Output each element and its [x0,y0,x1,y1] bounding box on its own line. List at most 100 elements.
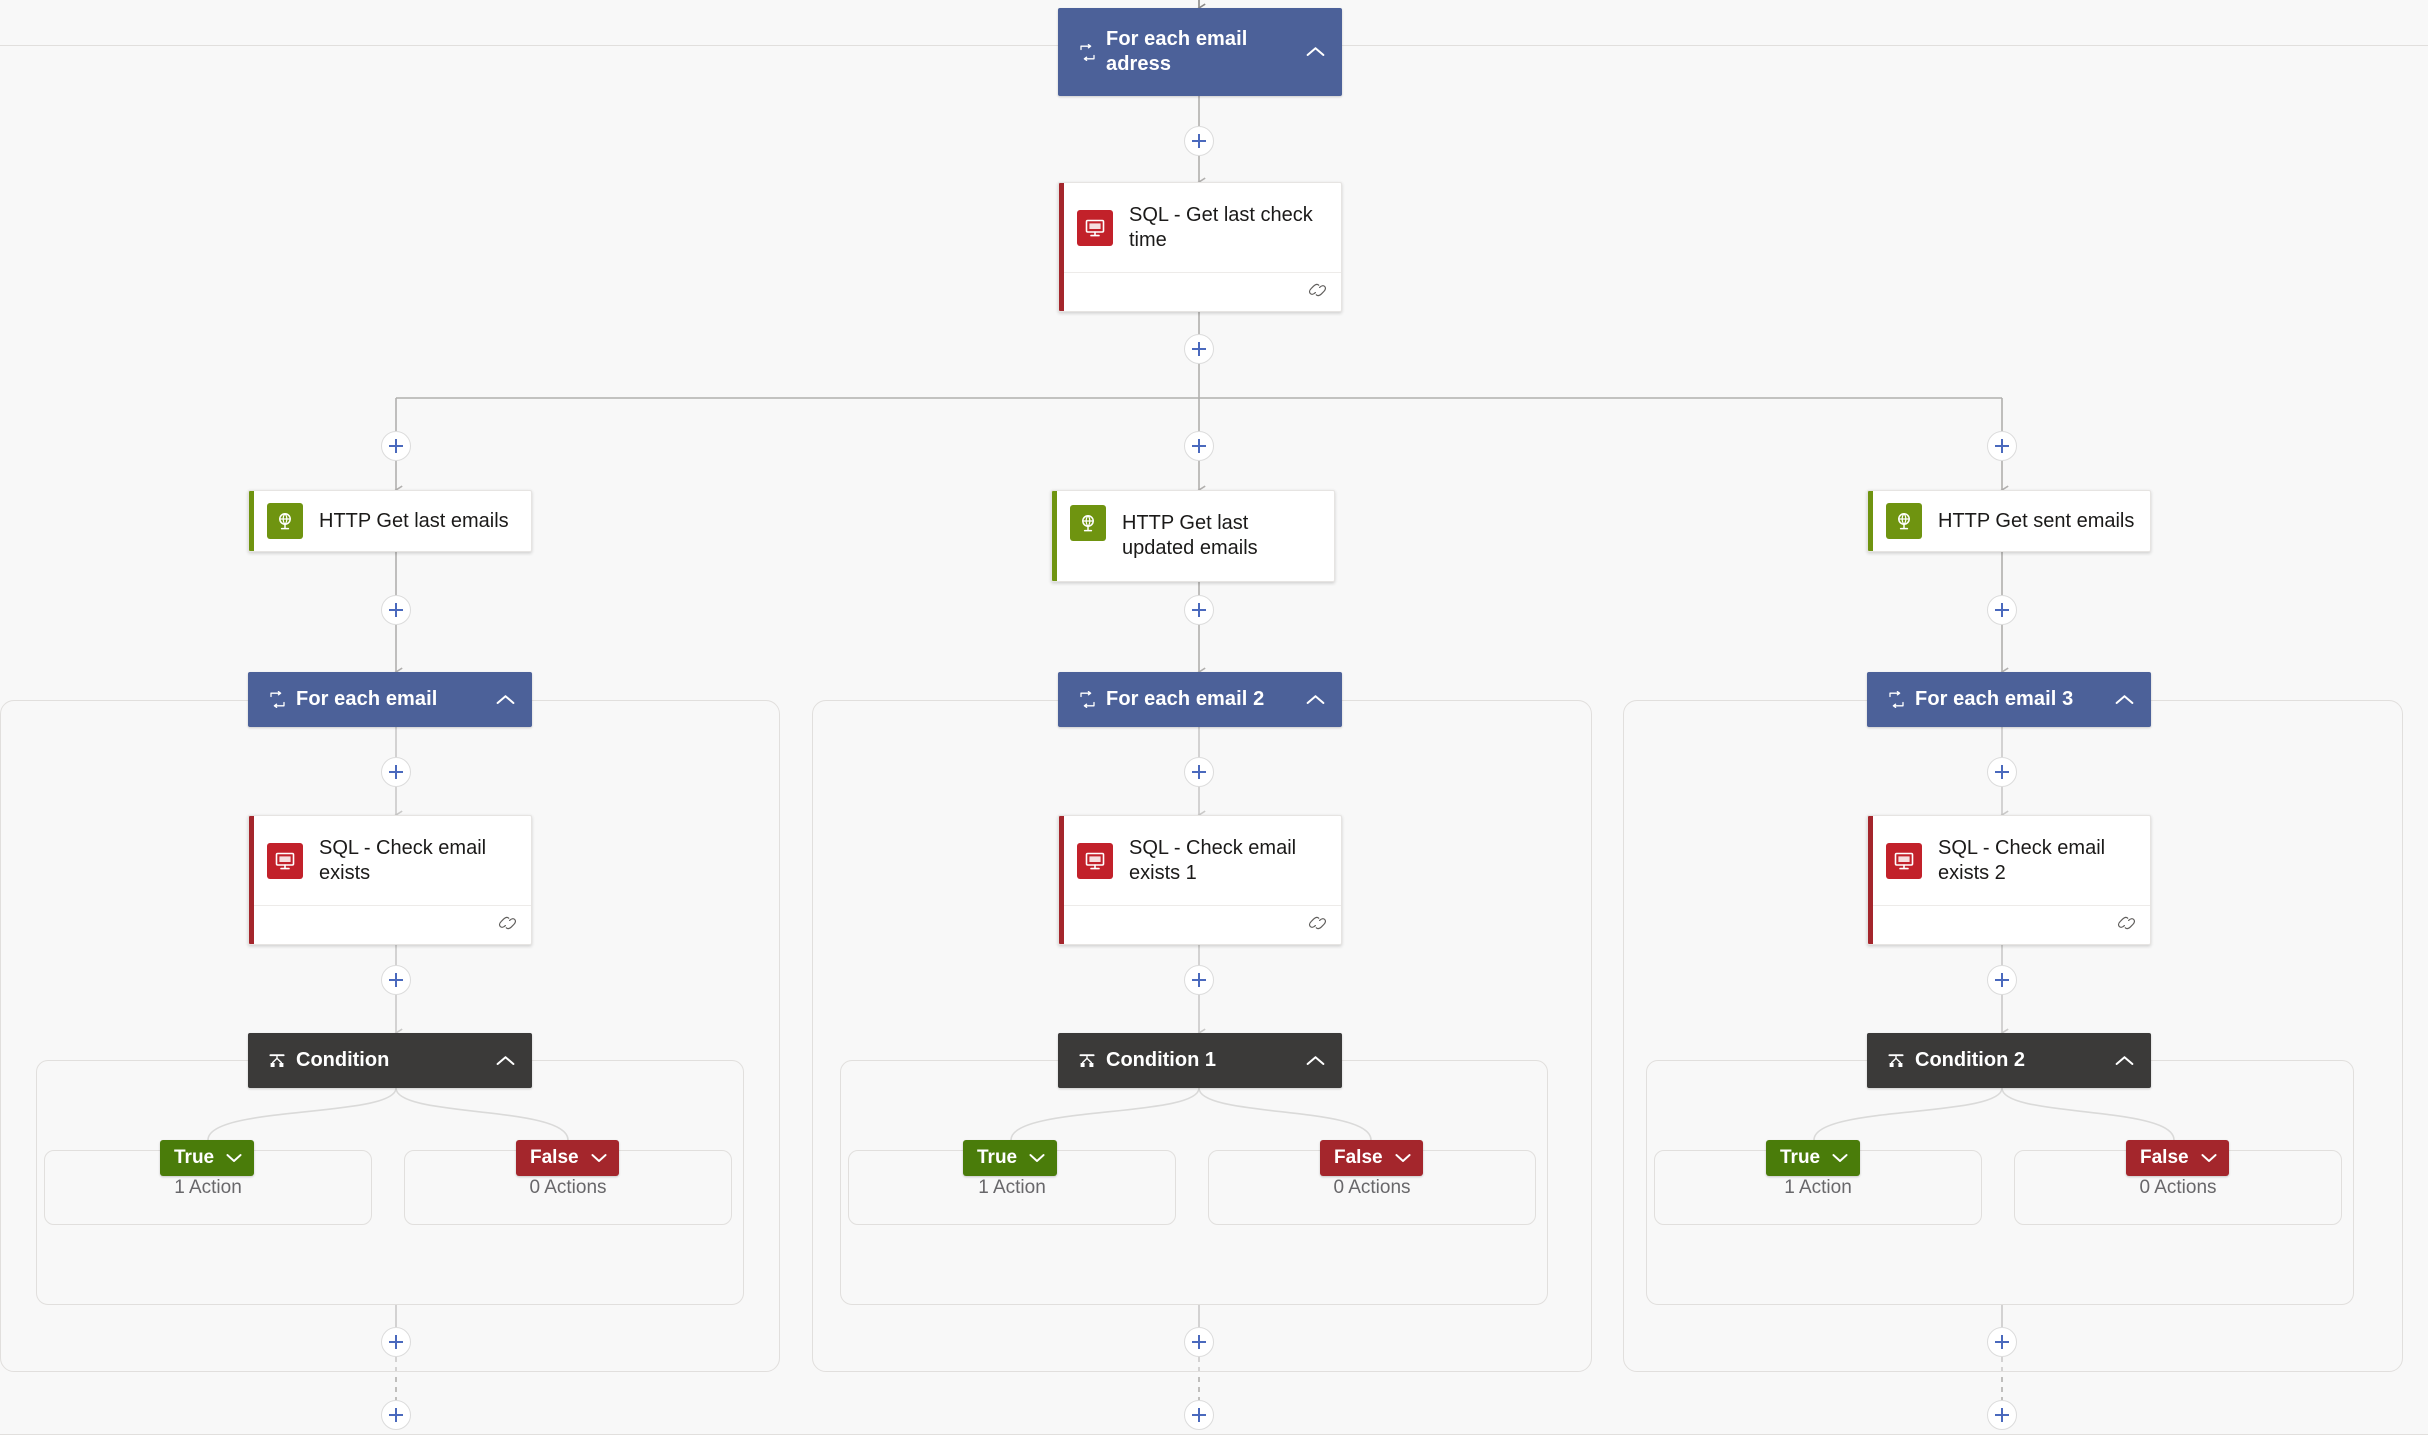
node-title: SQL - Check email exists 1 [1129,836,1297,884]
node-title: HTTP Get last updated emails [1122,512,1258,559]
badge-label: True [977,1147,1018,1168]
add-step-button[interactable] [1184,334,1214,364]
chevron-up-icon[interactable] [2111,694,2137,706]
add-step-button[interactable] [381,757,411,787]
add-step-button[interactable] [1184,965,1214,995]
node-title: Condition [296,1049,390,1071]
sql-server-icon [1077,842,1113,879]
add-step-button[interactable] [1987,431,2017,461]
add-step-button[interactable] [381,431,411,461]
node-title: Condition 1 [1106,1049,1216,1071]
loop-icon [1883,691,1909,708]
node-title: SQL - Get last check time [1129,203,1313,251]
badge-false[interactable]: False [1320,1140,1423,1176]
sql-accent-bar [1868,816,1873,944]
chevron-up-icon[interactable] [1302,46,1328,58]
sql-accent-bar [1059,183,1064,311]
node-footer [1059,905,1341,944]
badge-label: False [530,1147,579,1168]
http-accent-bar [1868,491,1873,551]
badge-false[interactable]: False [516,1140,619,1176]
node-title: SQL - Check email exists [319,836,487,884]
node-title: SQL - Check email exists 2 [1938,836,2106,884]
link-chain-icon[interactable] [2117,916,2136,935]
chevron-up-icon[interactable] [2111,1055,2137,1067]
node-title: For each email [296,688,438,710]
scope-condition [36,1060,744,1305]
node-for-each-email[interactable]: For each email [248,672,532,727]
chevron-up-icon[interactable] [492,1055,518,1067]
node-title: Condition 2 [1915,1049,2025,1071]
node-sql-get-last-check-time[interactable]: SQL - Get last check time [1058,182,1342,312]
add-step-button[interactable] [381,1400,411,1430]
node-footer [1059,272,1341,311]
badge-label: True [1780,1147,1821,1168]
badge-true[interactable]: True [963,1140,1058,1176]
chevron-down-icon[interactable] [1832,1153,1848,1163]
badge-true[interactable]: True [1766,1140,1861,1176]
chevron-down-icon[interactable] [591,1153,607,1163]
node-sql-check-email-exists-1[interactable]: SQL - Check email exists 1 [1058,815,1342,945]
add-step-button[interactable] [1184,431,1214,461]
chevron-up-icon[interactable] [492,694,518,706]
http-globe-icon [1886,503,1922,539]
sql-server-icon [1886,842,1922,879]
chevron-down-icon[interactable] [2201,1153,2217,1163]
node-http-get-sent-emails[interactable]: HTTP Get sent emails [1867,490,2151,552]
branch-action-count: 1 Action [1784,1176,1852,1198]
node-for-each-email-adress[interactable]: For each email adress [1058,8,1342,96]
node-sql-check-email-exists-2[interactable]: SQL - Check email exists 2 [1867,815,2151,945]
node-condition[interactable]: Condition [248,1033,532,1088]
add-step-button[interactable] [1987,1400,2017,1430]
add-step-button[interactable] [1184,1327,1214,1357]
node-condition-2[interactable]: Condition 2 [1867,1033,2151,1088]
chevron-down-icon[interactable] [1029,1153,1045,1163]
badge-true[interactable]: True [160,1140,255,1176]
node-for-each-email-2[interactable]: For each email 2 [1058,672,1342,727]
node-http-get-last-emails[interactable]: HTTP Get last emails [248,490,532,552]
link-chain-icon[interactable] [1308,916,1327,935]
node-condition-1[interactable]: Condition 1 [1058,1033,1342,1088]
chevron-up-icon[interactable] [1302,1055,1328,1067]
add-step-button[interactable] [1987,595,2017,625]
add-step-button[interactable] [1987,757,2017,787]
node-footer [1868,905,2150,944]
add-step-button[interactable] [381,1327,411,1357]
chevron-down-icon[interactable] [226,1153,242,1163]
chevron-up-icon[interactable] [1302,694,1328,706]
add-step-button[interactable] [1987,1327,2017,1357]
link-chain-icon[interactable] [498,916,517,935]
sql-server-icon [267,842,303,879]
node-title: For each email 2 [1106,688,1265,710]
condition-icon [264,1052,290,1070]
node-for-each-email-3[interactable]: For each email 3 [1867,672,2151,727]
badge-false[interactable]: False [2126,1140,2229,1176]
add-step-button[interactable] [381,595,411,625]
http-globe-icon [267,503,303,539]
condition-icon [1074,1052,1100,1070]
add-step-button[interactable] [1184,757,1214,787]
badge-label: True [174,1147,215,1168]
node-footer [249,905,531,944]
link-chain-icon[interactable] [1308,283,1327,302]
add-step-button[interactable] [381,965,411,995]
loop-icon [1074,691,1100,708]
add-step-button[interactable] [1987,965,2017,995]
http-accent-bar [249,491,254,551]
node-http-get-last-updated-emails[interactable]: HTTP Get last updated emails [1051,490,1335,582]
node-title: For each email 3 [1915,688,2074,710]
add-step-button[interactable] [1184,126,1214,156]
add-step-button[interactable] [1184,595,1214,625]
sql-server-icon [1077,209,1113,246]
badge-label: False [1334,1147,1383,1168]
sql-accent-bar [1059,816,1064,944]
branch-action-count: 0 Actions [529,1176,607,1198]
add-step-button[interactable] [1184,1400,1214,1430]
node-title: HTTP Get sent emails [1938,509,2135,532]
loop-icon [1074,43,1100,61]
node-sql-check-email-exists[interactable]: SQL - Check email exists [248,815,532,945]
chevron-down-icon[interactable] [1395,1153,1411,1163]
node-title: HTTP Get last emails [319,509,509,532]
http-accent-bar [1052,491,1057,581]
